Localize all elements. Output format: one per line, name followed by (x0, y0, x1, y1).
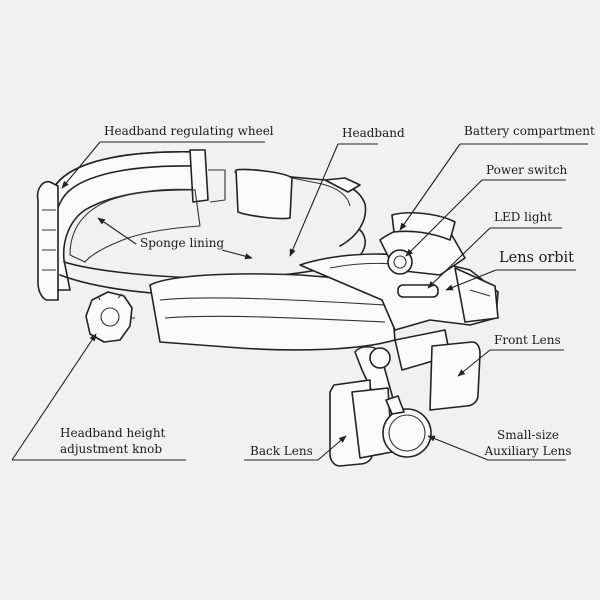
label-headband-regulating-wheel: Headband regulating wheel (104, 124, 274, 138)
height-knob-shape (85, 291, 135, 343)
label-height-knob-line2: adjustment knob (60, 442, 163, 456)
label-front-lens: Front Lens (494, 333, 561, 347)
label-power-switch: Power switch (486, 163, 568, 177)
label-aux-lens-line2: Auxiliary Lens (484, 444, 572, 458)
label-lens-orbit: Lens orbit (499, 250, 575, 266)
label-back-lens: Back Lens (250, 444, 313, 458)
regulating-wheel-shape (36, 180, 59, 301)
label-height-knob-line1: Headband height (60, 426, 166, 440)
lens-assembly-shape (329, 329, 481, 467)
headband-shape (37, 149, 371, 297)
label-sponge-lining: Sponge lining (140, 236, 225, 250)
label-headband: Headband (342, 126, 405, 140)
label-battery-compartment: Battery compartment (464, 124, 595, 138)
label-aux-lens-line1: Small-size (497, 428, 559, 442)
housing-shape (149, 212, 499, 351)
leader-lines (11, 141, 588, 461)
label-led-light: LED light (494, 210, 553, 224)
